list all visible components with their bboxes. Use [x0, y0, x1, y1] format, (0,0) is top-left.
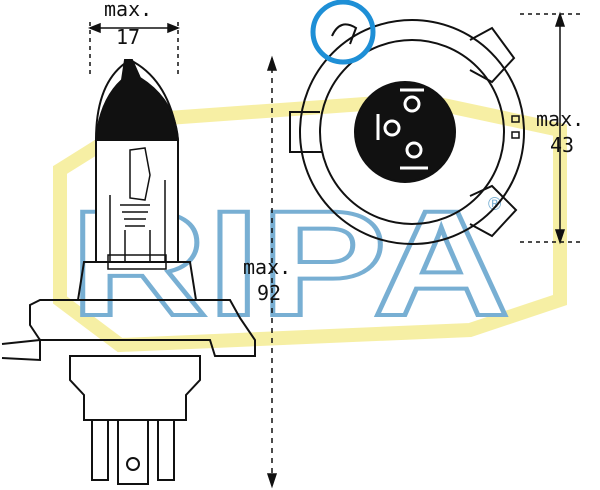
logo-registered-mark: ®	[488, 194, 501, 214]
outer-flange-circle	[299, 19, 525, 245]
highlight-circle-icon	[310, 0, 376, 65]
filament-shield	[129, 147, 151, 201]
flange-tab-bottom-right	[469, 184, 518, 238]
dimension-base-width-value: 17	[116, 25, 140, 49]
dimension-base-width-label: max.	[104, 0, 152, 21]
contact-top-icon	[403, 95, 421, 113]
dimension-flange-diameter-label: max.	[536, 107, 584, 131]
dimension-base-width	[87, 22, 181, 75]
contact-bottom-icon	[405, 141, 423, 159]
terminal-left	[91, 419, 109, 481]
flange-tab-left	[289, 111, 322, 153]
flange-tab	[1, 338, 41, 362]
flange-tab-top-right	[469, 26, 516, 84]
terminal-hole	[126, 457, 140, 471]
logo-ring	[53, 92, 567, 353]
dimension-flange-diameter-value: 43	[550, 133, 574, 157]
bulb-base	[69, 355, 201, 421]
base-contacts	[376, 88, 428, 170]
marking-a	[511, 115, 520, 123]
filament-coil	[120, 204, 150, 227]
terminal-center	[117, 419, 149, 485]
dimension-height-value: 92	[257, 281, 281, 305]
dimension-flange-diameter	[520, 11, 580, 245]
dimension-height	[266, 55, 278, 489]
bulb-front-view	[289, 19, 525, 245]
bulb-side-view	[1, 58, 256, 485]
locating-notch	[331, 23, 358, 45]
base-face	[354, 81, 456, 183]
bulb-flange	[29, 299, 256, 357]
dimension-height-label: max.	[243, 255, 291, 279]
support-wires	[109, 180, 166, 262]
contact-middle-icon	[383, 119, 401, 137]
inner-flange-circle	[319, 39, 505, 225]
marking-b	[511, 131, 520, 139]
black-cap	[94, 59, 180, 141]
terminal-right	[157, 419, 175, 481]
